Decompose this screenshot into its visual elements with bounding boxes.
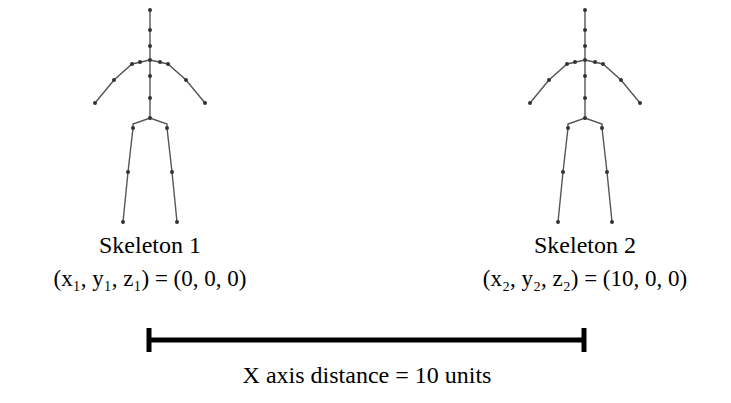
dimension-label: X axis distance = 10 units — [243, 362, 492, 388]
skeleton-figure — [528, 8, 642, 224]
skeleton-figure — [93, 8, 207, 224]
figure-name: Skeleton 1 — [99, 232, 201, 258]
coordinate-label: (x₁, y₁, z₁) = (0, 0, 0) — [54, 266, 247, 291]
figure-name: Skeleton 2 — [534, 232, 636, 258]
dimension-bar — [148, 328, 585, 352]
coordinate-label: (x₂, y₂, z₂) = (10, 0, 0) — [483, 266, 687, 291]
